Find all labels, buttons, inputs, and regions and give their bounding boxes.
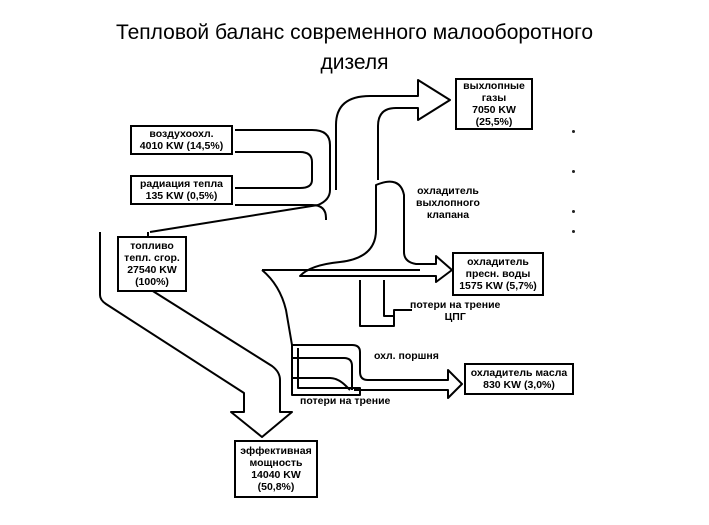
flow-engine	[261, 269, 420, 396]
power-box: эффективная мощность 14040 KW (50,8%)	[234, 440, 318, 498]
cpg-friction-label: потери на трение ЦПГ	[410, 299, 500, 323]
flow-fuel-main	[99, 232, 293, 438]
freshwater-value: 1575 KW (5,7%)	[459, 280, 537, 292]
flow-aircooler-inner	[235, 151, 313, 189]
exhaust-label: выхлопные	[463, 80, 525, 92]
power-value: 14040 KW	[251, 469, 301, 481]
piston-label: охл. поршня	[374, 350, 439, 362]
fuel-percent: (100%)	[135, 276, 169, 288]
aircooler-value: 4010 KW (14,5%)	[139, 140, 224, 152]
cpg-label-2: ЦПГ	[444, 311, 466, 323]
radiation-value: 135 KW (0,5%)	[145, 190, 218, 202]
oil-label: охладитель масла	[470, 367, 568, 379]
power-label: эффективная	[240, 445, 312, 457]
flow-piston-inner	[292, 357, 353, 390]
radiation-box: радиация тепла 135 KW (0,5%)	[130, 175, 233, 205]
aircooler-label: воздухоохл.	[149, 128, 214, 140]
flow-friction	[292, 377, 351, 391]
flow-radiation	[235, 204, 327, 220]
title-line-2: дизеля	[320, 51, 389, 74]
fuel-box: топливо тепл. сгор. 27540 KW (100%)	[117, 236, 187, 292]
flow-piston	[292, 344, 463, 399]
freshwater-label-2: пресн. воды	[465, 268, 531, 280]
radiation-label: радиация тепла	[139, 178, 223, 190]
valve-cooler-label: охладитель выхлопного клапана	[416, 185, 480, 221]
flow-aircooler	[149, 129, 331, 233]
valve-label-3: клапана	[426, 209, 470, 221]
page-title: Тепловой баланс современного малооборотн…	[0, 18, 709, 78]
dot-4	[572, 230, 575, 233]
fuel-label: топливо	[130, 240, 174, 252]
dot-1	[572, 130, 575, 133]
dot-2	[572, 170, 575, 173]
power-percent: (50,8%)	[257, 481, 295, 493]
friction-label: потери на трение	[300, 395, 390, 407]
freshwater-box: охладитель пресн. воды 1575 KW (5,7%)	[452, 252, 544, 296]
dot-3	[572, 210, 575, 213]
exhaust-label-2: газы	[481, 92, 507, 104]
flow-cpg	[359, 280, 412, 327]
cpg-label-1: потери на трение	[410, 299, 501, 311]
exhaust-value: 7050 KW	[472, 104, 516, 116]
flow-cpg-inner	[383, 280, 394, 317]
title-line-1: Тепловой баланс современного малооборотн…	[115, 21, 594, 44]
valve-label-2: выхлопного	[416, 197, 480, 209]
fuel-label-2: тепл. сгор.	[124, 252, 180, 264]
fuel-value: 27540 KW	[127, 264, 177, 276]
aircooler-box: воздухоохл. 4010 KW (14,5%)	[130, 125, 233, 155]
oil-value: 830 KW (3,0%)	[483, 379, 555, 391]
piston-cooling-label: охл. поршня	[374, 350, 439, 362]
freshwater-label: охладитель	[467, 256, 529, 268]
oil-box: охладитель масла 830 KW (3,0%)	[464, 363, 574, 395]
valve-label-1: охладитель	[417, 185, 479, 197]
power-label-2: мощность	[249, 457, 303, 469]
exhaust-percent: (25,5%)	[475, 116, 513, 128]
friction-text: потери на трение	[300, 395, 391, 407]
flow-exhaust	[335, 79, 451, 190]
exhaust-box: выхлопные газы 7050 KW (25,5%)	[455, 78, 533, 130]
